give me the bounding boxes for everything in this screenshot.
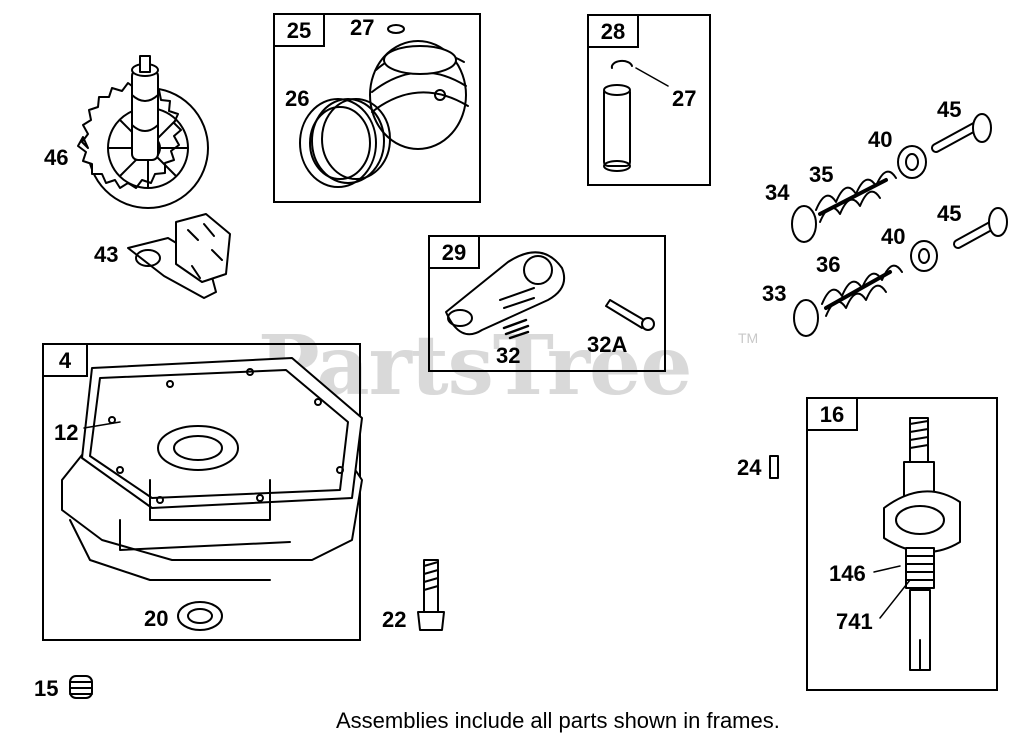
callout-27-piston: 27 — [350, 15, 375, 40]
callout-46: 46 — [44, 145, 69, 170]
oil-seal-part — [177, 601, 223, 631]
crankcase-part — [61, 357, 363, 581]
callout-40-upper: 40 — [868, 127, 893, 152]
callout-32a: 32A — [587, 332, 628, 357]
callout-45-upper: 45 — [937, 97, 962, 122]
frame-29: 29 — [428, 235, 666, 372]
plug-part — [69, 675, 93, 699]
callout-45-lower: 45 — [937, 201, 962, 226]
valve-train-lower — [793, 207, 1008, 337]
callout-40-lower: 40 — [881, 224, 906, 249]
callout-741: 741 — [836, 609, 873, 634]
callout-146: 146 — [829, 561, 866, 586]
frame-tag-16: 16 — [806, 397, 858, 431]
callout-35: 35 — [809, 162, 834, 187]
callout-20: 20 — [144, 606, 169, 631]
frame-25: 25 — [273, 13, 481, 203]
assemblies-note: Assemblies include all parts shown in fr… — [336, 708, 780, 733]
callout-32: 32 — [496, 343, 521, 368]
frame-tag-28: 28 — [587, 14, 639, 48]
frame-tag-25: 25 — [273, 13, 325, 47]
piston-part — [369, 40, 469, 150]
frame-tag-29: 29 — [428, 235, 480, 269]
leader-741 — [879, 579, 911, 619]
frame-16: 16 — [806, 397, 998, 691]
valve-train-upper — [791, 113, 992, 243]
piston-pin-part — [603, 59, 669, 172]
piston-pin-clip-part — [387, 24, 405, 34]
frame-28: 28 — [587, 14, 711, 186]
callout-33: 33 — [762, 281, 787, 306]
leader-146 — [873, 565, 901, 573]
callout-43: 43 — [94, 242, 119, 267]
callout-22: 22 — [382, 607, 407, 632]
piston-rings-part — [299, 98, 391, 188]
bolt-part — [417, 559, 445, 631]
callout-24: 24 — [737, 455, 762, 480]
frame-tag-4: 4 — [42, 343, 88, 377]
callout-26: 26 — [285, 86, 310, 111]
leader-12 — [83, 421, 121, 429]
key-part — [769, 455, 779, 479]
crankshaft-part — [883, 417, 961, 671]
connecting-rod-part — [445, 251, 655, 340]
governor-bracket-part — [127, 213, 231, 299]
watermark-trademark: TM — [738, 330, 759, 346]
callout-15: 15 — [34, 676, 59, 701]
callout-12: 12 — [54, 420, 79, 445]
callout-36: 36 — [816, 252, 841, 277]
callout-34: 34 — [765, 180, 790, 205]
callout-27-pin: 27 — [672, 86, 697, 111]
cam-gear-part — [77, 55, 209, 209]
